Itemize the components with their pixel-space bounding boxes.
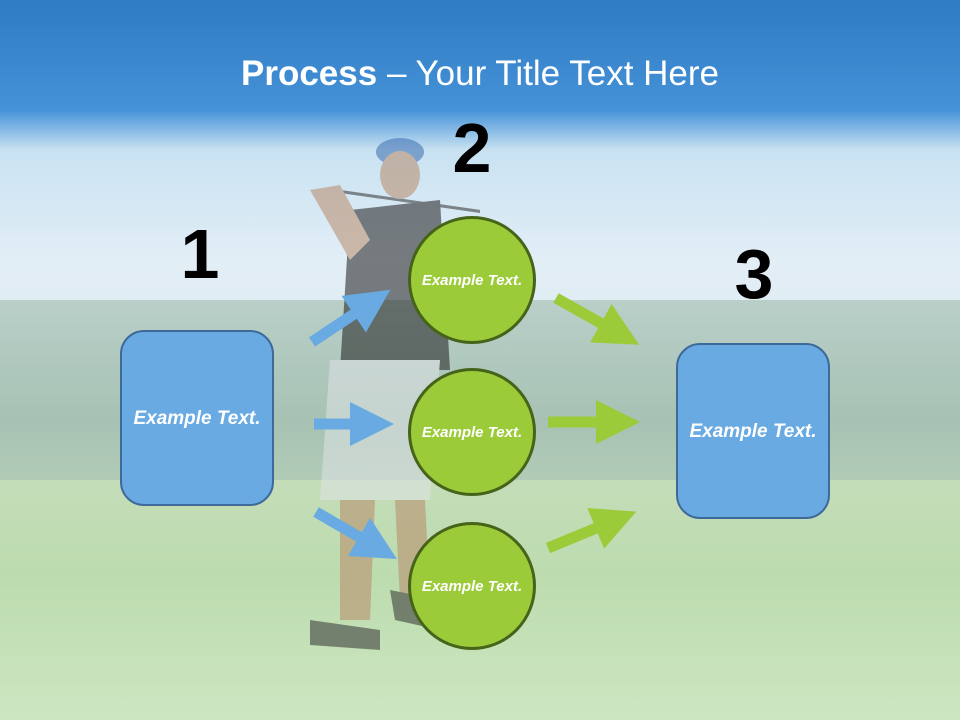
arrow-blue-up xyxy=(308,289,391,347)
circle-middle: Example Text. xyxy=(408,368,536,496)
step-number-1: 1 xyxy=(180,215,220,293)
title-bold: Process xyxy=(241,54,378,93)
arrow-green-up xyxy=(545,508,637,554)
arrow-blue-down xyxy=(313,507,398,560)
step-number-2: 2 xyxy=(452,109,492,187)
right-text-box: Example Text. xyxy=(676,343,830,519)
left-text-box: Example Text. xyxy=(120,330,274,506)
circle-top: Example Text. xyxy=(408,216,536,344)
circle-bottom: Example Text. xyxy=(408,522,536,650)
slide-title: Process – Your Title Text Here xyxy=(0,54,960,94)
step-number-3: 3 xyxy=(734,235,774,313)
title-rest: – Your Title Text Here xyxy=(377,54,719,93)
arrow-green-down xyxy=(553,293,640,345)
